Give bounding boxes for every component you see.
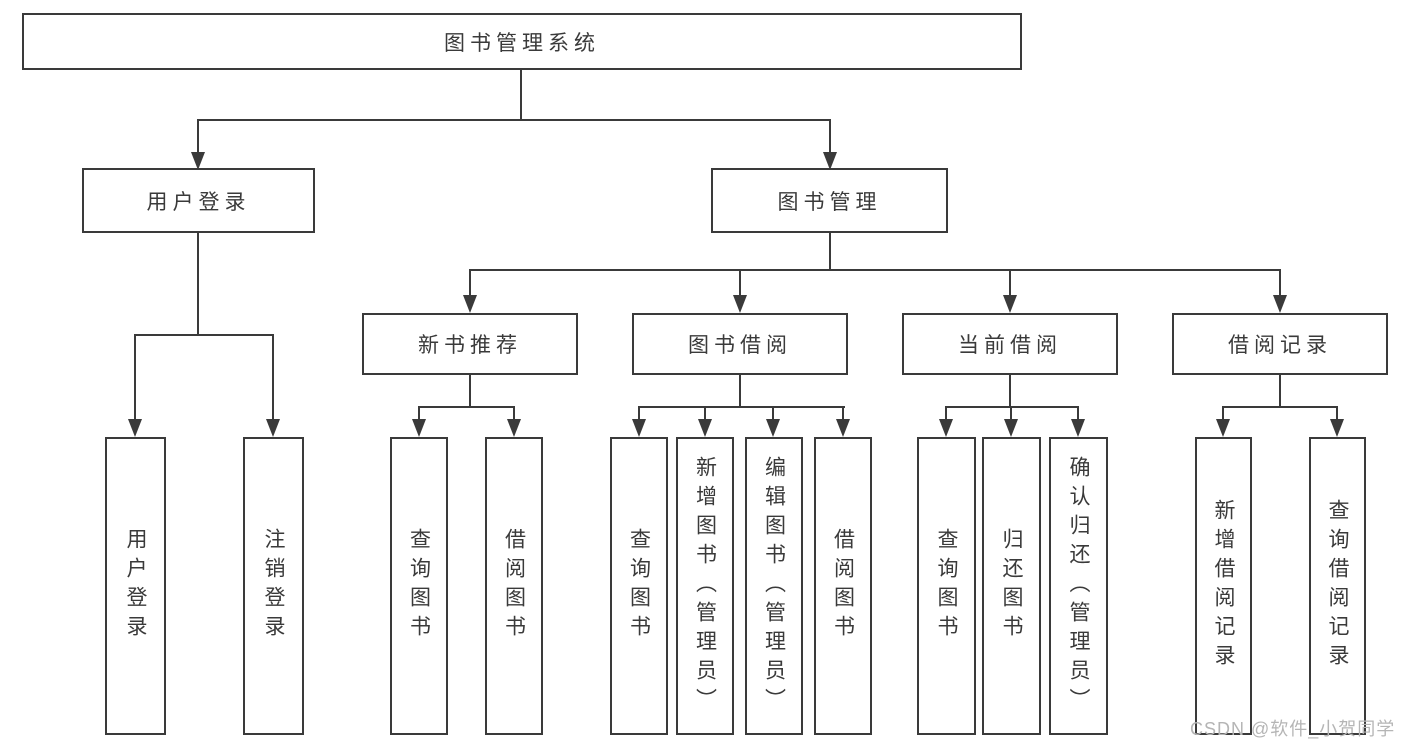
node-label: 当前借阅 <box>958 334 1062 357</box>
connector <box>1010 406 1012 424</box>
connector <box>829 233 831 271</box>
connector <box>469 269 471 298</box>
leaf-label: 新增图书（管理员） <box>693 455 717 717</box>
connector <box>772 406 774 424</box>
node-library-management-system: 图书管理系统 <box>22 13 1022 70</box>
arrowhead <box>766 419 780 437</box>
arrowhead <box>1004 419 1018 437</box>
leaf-newbook-borrow-books: 借阅图书 <box>485 437 543 735</box>
leaf-borrowing-borrow-books: 借阅图书 <box>814 437 872 735</box>
arrowhead <box>1216 419 1230 437</box>
connector <box>1279 269 1281 298</box>
connector <box>1077 406 1079 424</box>
leaf-label: 借阅图书 <box>831 528 855 644</box>
connector <box>1336 406 1338 424</box>
arrowhead <box>1071 419 1085 437</box>
arrowhead <box>632 419 646 437</box>
node-user-login: 用户登录 <box>82 168 315 233</box>
leaf-records-query-borrow-record: 查询借阅记录 <box>1309 437 1366 735</box>
connector <box>842 406 844 424</box>
leaf-label: 新增借阅记录 <box>1212 499 1235 673</box>
connector <box>469 375 471 408</box>
connector <box>1222 406 1224 424</box>
leaf-newbook-query-books: 查询图书 <box>390 437 448 735</box>
arrowhead <box>191 152 205 170</box>
arrowhead <box>823 152 837 170</box>
arrowhead <box>266 419 280 437</box>
leaf-borrowing-query-books: 查询图书 <box>610 437 668 735</box>
leaf-current-confirm-return-admin: 确认归还（管理员） <box>1049 437 1108 735</box>
connector <box>638 406 640 424</box>
connector <box>945 406 947 424</box>
node-label: 用户登录 <box>146 190 251 214</box>
leaf-current-return-books: 归还图书 <box>982 437 1041 735</box>
leaf-logout: 注销登录 <box>243 437 304 735</box>
node-borrowing-records: 借阅记录 <box>1172 313 1388 375</box>
node-label: 图书管理 <box>777 190 882 214</box>
leaf-label: 查询图书 <box>627 528 651 644</box>
connector <box>513 406 515 424</box>
leaf-label: 注销登录 <box>262 528 285 644</box>
arrowhead <box>412 419 426 437</box>
node-new-book-recommendation: 新书推荐 <box>362 313 578 375</box>
arrowhead <box>698 419 712 437</box>
connector <box>134 334 274 336</box>
connector <box>739 375 741 408</box>
leaf-label: 查询图书 <box>935 528 958 644</box>
leaf-current-query-books: 查询图书 <box>917 437 976 735</box>
leaf-borrowing-edit-book-admin: 编辑图书（管理员） <box>745 437 803 735</box>
arrowhead <box>128 419 142 437</box>
arrowhead <box>507 419 521 437</box>
leaf-label: 归还图书 <box>1000 528 1023 644</box>
connector <box>134 334 136 422</box>
leaf-label: 用户登录 <box>124 528 147 644</box>
node-label: 借阅记录 <box>1228 334 1332 357</box>
leaf-label: 编辑图书（管理员） <box>762 455 786 717</box>
leaf-label: 确认归还（管理员） <box>1067 455 1090 717</box>
arrowhead <box>1273 295 1287 313</box>
connector <box>739 269 741 298</box>
leaf-records-add-borrow-record: 新增借阅记录 <box>1195 437 1252 735</box>
connector <box>1222 406 1338 408</box>
connector <box>272 334 274 422</box>
arrowhead <box>1330 419 1344 437</box>
connector <box>197 119 199 155</box>
leaf-label: 借阅图书 <box>502 528 526 644</box>
arrowhead <box>939 419 953 437</box>
connector <box>520 70 522 121</box>
node-book-borrowing: 图书借阅 <box>632 313 848 375</box>
arrowhead <box>463 295 477 313</box>
node-book-management: 图书管理 <box>711 168 948 233</box>
node-label: 图书管理系统 <box>444 31 600 55</box>
connector <box>945 406 1079 408</box>
connector <box>1009 269 1011 298</box>
node-label: 图书借阅 <box>688 334 792 357</box>
connector <box>197 233 199 336</box>
leaf-user-login: 用户登录 <box>105 437 166 735</box>
leaf-borrowing-add-book-admin: 新增图书（管理员） <box>676 437 734 735</box>
connector <box>197 119 831 121</box>
connector <box>1009 375 1011 408</box>
connector <box>418 406 420 424</box>
arrowhead <box>836 419 850 437</box>
watermark: CSDN @软件_小贺同学 <box>1190 719 1396 739</box>
connector <box>469 269 1281 271</box>
node-label: 新书推荐 <box>418 334 522 357</box>
arrowhead <box>1003 295 1017 313</box>
node-current-borrowing: 当前借阅 <box>902 313 1118 375</box>
connector <box>704 406 706 424</box>
connector <box>638 406 845 408</box>
connector <box>1279 375 1281 408</box>
leaf-label: 查询图书 <box>407 528 431 644</box>
leaf-label: 查询借阅记录 <box>1326 499 1349 673</box>
connector <box>418 406 515 408</box>
connector <box>829 119 831 155</box>
arrowhead <box>733 295 747 313</box>
